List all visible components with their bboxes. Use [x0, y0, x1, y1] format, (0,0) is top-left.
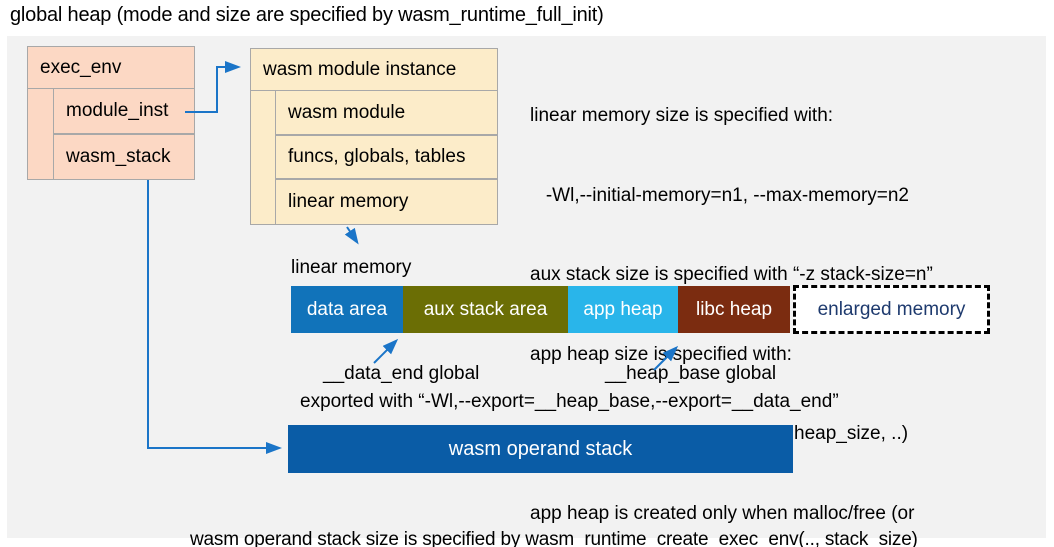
linear-memory-label: linear memory: [291, 257, 412, 278]
segment-enlarged-memory: enlarged memory: [793, 285, 990, 334]
note-line: -Wl,--initial-memory=n1, --max-memory=n2: [530, 184, 909, 206]
data-end-global-label: __data_end global: [323, 363, 480, 384]
note-line: aux stack size is specified with “-z sta…: [530, 264, 933, 285]
arrow-instance-row-to-linear-memory: [344, 226, 359, 245]
wasm-operand-stack-bar: wasm operand stack: [288, 425, 793, 473]
module-instance-row-wasm-module: wasm module: [275, 90, 498, 135]
operand-stack-notes: wasm operand stack size is specified by …: [190, 482, 918, 547]
note-line: linear memory size is specified with:: [530, 105, 834, 126]
linear-memory-bar: data area aux stack area app heap libc h…: [291, 286, 790, 333]
module-instance-row-funcs-globals-tables: funcs, globals, tables: [275, 135, 498, 179]
exec-env-row-wasm-stack: wasm_stack: [53, 134, 195, 180]
segment-app-heap: app heap: [568, 286, 678, 333]
footer-line: wasm operand stack size is specified by …: [190, 529, 918, 547]
note-line: app heap is created only when malloc/fre…: [530, 502, 915, 524]
module-instance-row-linear-memory: linear memory: [275, 179, 498, 225]
module-instance-header: wasm module instance: [251, 49, 497, 91]
heap-base-global-label: __heap_base global: [605, 363, 777, 384]
segment-aux-stack-area: aux stack area: [403, 286, 568, 333]
page-title: global heap (mode and size are specified…: [10, 4, 604, 26]
arrow-data-end-to-bar: [373, 338, 399, 364]
diagram-panel: exec_env module_inst wasm_stack wasm mod…: [7, 36, 1046, 547]
exec-env-row-module-inst: module_inst: [53, 88, 195, 134]
segment-data-area: data area: [291, 286, 403, 333]
segment-libc-heap: libc heap: [678, 286, 790, 333]
exported-with-label: exported with “-Wl,--export=__heap_base,…: [300, 391, 839, 412]
exec-env-header: exec_env: [28, 47, 194, 89]
